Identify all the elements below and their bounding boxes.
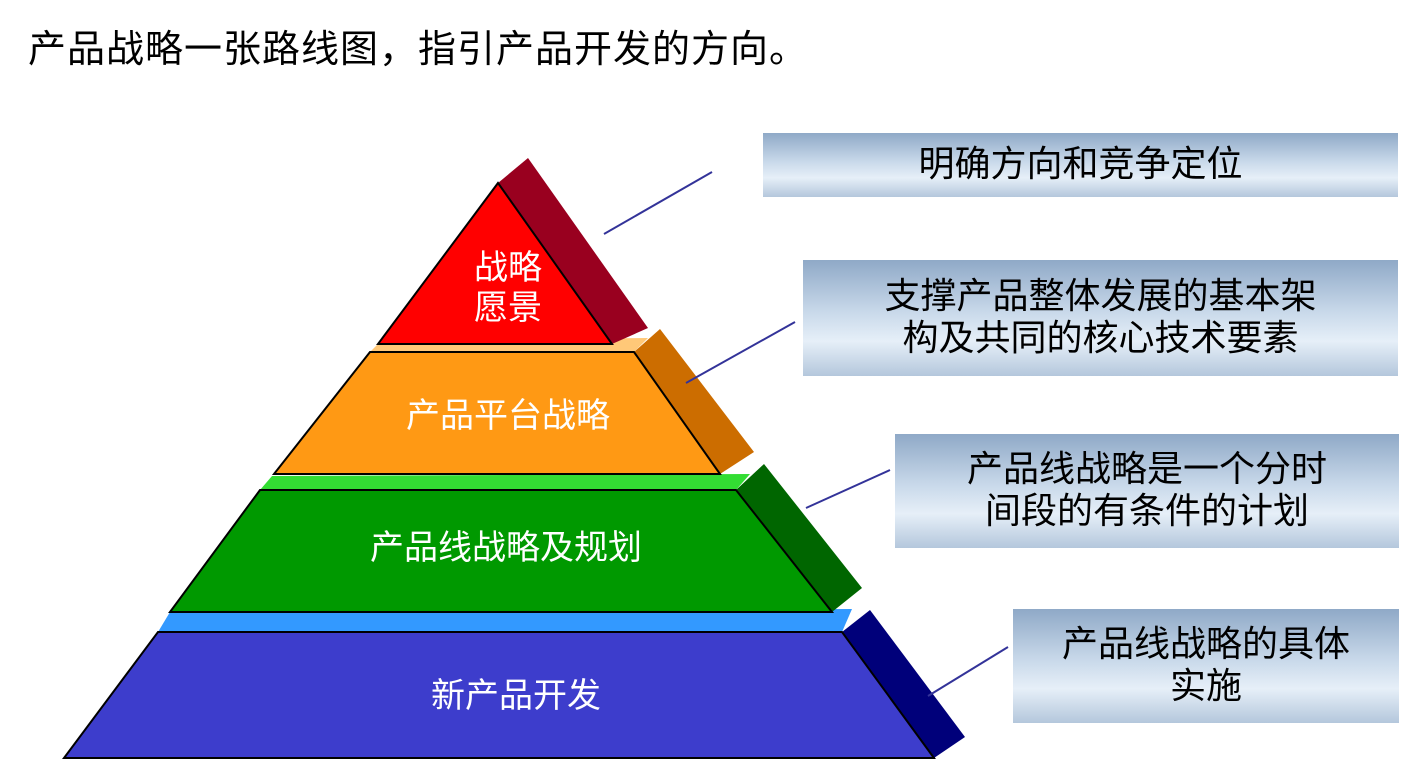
new-product-callout-line1: 产品线战略的具体: [1061, 624, 1350, 665]
product-line-callout-line2: 间段的有条件的计划: [984, 491, 1309, 532]
vision-front-face: [376, 181, 614, 345]
new-product-callout: 产品线战略的具体 实施: [1013, 609, 1399, 723]
vision-callout: 明确方向和竞争定位: [763, 133, 1398, 197]
new-product-top-ledge: [158, 609, 852, 632]
product-line-callout-line1: 产品线战略是一个分时: [966, 449, 1327, 490]
product-line-connector-line: [805, 469, 891, 509]
vision-connector-line: [603, 171, 713, 235]
vision-side-face: [498, 158, 648, 344]
vision-callout-line1: 明确方向和竞争定位: [918, 144, 1243, 185]
platform-side-face: [634, 329, 754, 474]
platform-front-face: [271, 351, 722, 475]
vision-label-line1: 战略: [474, 248, 542, 288]
platform-callout: 支撑产品整体发展的基本架 构及共同的核心技术要素: [803, 260, 1398, 376]
platform-connector-line: [685, 321, 796, 384]
new-product-side-face: [842, 610, 965, 758]
platform-callout-line2: 构及共同的核心技术要素: [902, 318, 1299, 359]
product-line-side-face: [736, 464, 862, 612]
platform-layer-label: 产品平台战略: [406, 396, 610, 436]
new-product-connector-line: [927, 646, 1009, 697]
product-line-top-ledge: [260, 474, 750, 490]
vision-label-line2: 愿景: [474, 288, 542, 328]
platform-callout-line1: 支撑产品整体发展的基本架: [884, 276, 1317, 317]
page-title: 产品战略一张路线图，指引产品开发的方向。: [28, 27, 809, 71]
product-line-front-face: [168, 489, 835, 613]
product-line-layer-label: 产品线战略及规划: [370, 528, 642, 568]
new-product-callout-line2: 实施: [1169, 666, 1242, 707]
new-product-layer-label: 新产品开发: [431, 676, 601, 716]
vision-layer-label: 战略 愿景: [458, 248, 558, 328]
new-product-front-face: [62, 631, 936, 759]
product-line-callout: 产品线战略是一个分时 间段的有条件的计划: [895, 434, 1399, 548]
